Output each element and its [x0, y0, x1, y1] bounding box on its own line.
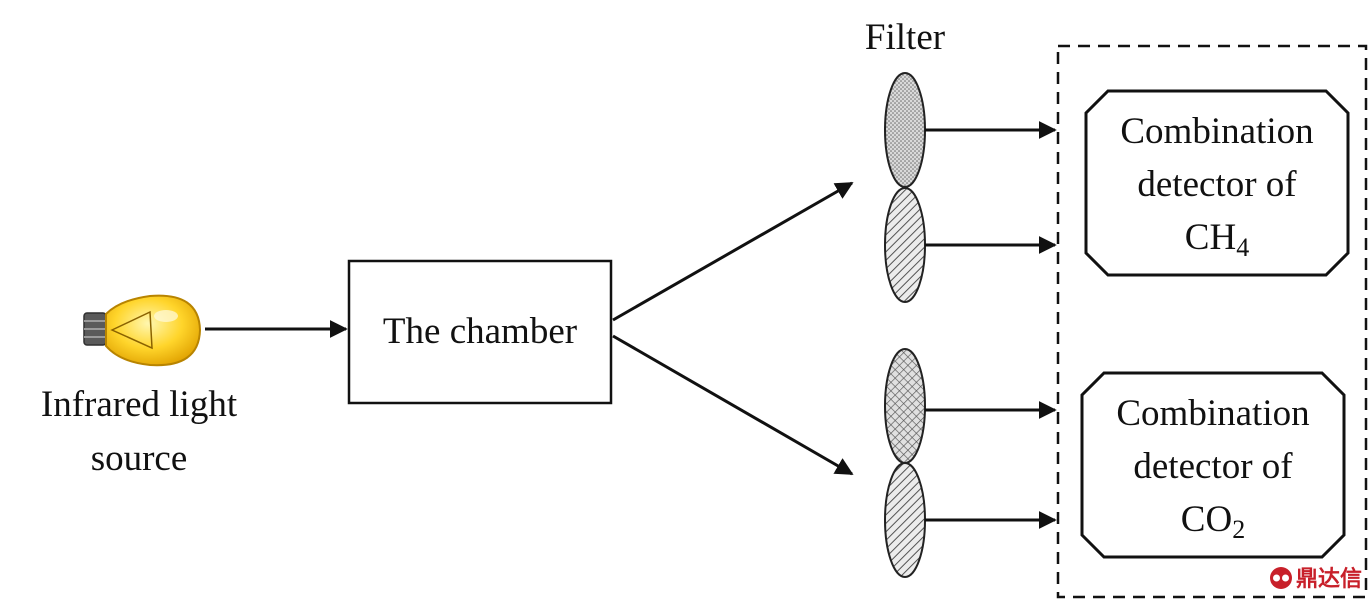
detector-co2-line2: detector of: [1133, 446, 1293, 487]
filter-ellipse-3: [884, 348, 926, 464]
detector-co2-line1: Combination: [1116, 393, 1309, 434]
detector-ch4-line2: detector of: [1137, 164, 1297, 205]
detector-co2-formula: CO2: [1181, 499, 1245, 544]
detector-ch4-formula-sub: 4: [1236, 233, 1249, 262]
watermark: 鼎达信: [1270, 566, 1362, 592]
detector-ch4-formula-main: CH: [1185, 217, 1236, 258]
chamber-label: The chamber: [383, 311, 577, 352]
detector-enclosure: [1056, 44, 1368, 599]
detector-co2-formula-main: CO: [1181, 499, 1232, 540]
detector-ch4-box: [1084, 89, 1350, 277]
detector-ch4-formula: CH4: [1185, 217, 1249, 262]
filter-ellipse-2: [884, 187, 926, 303]
filter-ellipse-4: [884, 462, 926, 578]
watermark-logo-icon: [1270, 567, 1292, 589]
filter-label: Filter: [865, 17, 945, 58]
detector-co2-formula-sub: 2: [1232, 515, 1245, 544]
light-bulb-icon: [83, 294, 202, 367]
source-label-line2: source: [91, 438, 188, 479]
detector-co2-box: [1080, 371, 1346, 559]
arrow-chamber-to-lower-filters: [612, 334, 854, 476]
source-label-line1: Infrared light: [41, 384, 238, 425]
watermark-text: 鼎达信: [1296, 566, 1362, 592]
arrow-chamber-to-upper-filters: [612, 181, 854, 322]
chamber-box: [347, 259, 613, 405]
filter-ellipse-1: [884, 72, 926, 188]
detector-ch4-line1: Combination: [1120, 111, 1313, 152]
